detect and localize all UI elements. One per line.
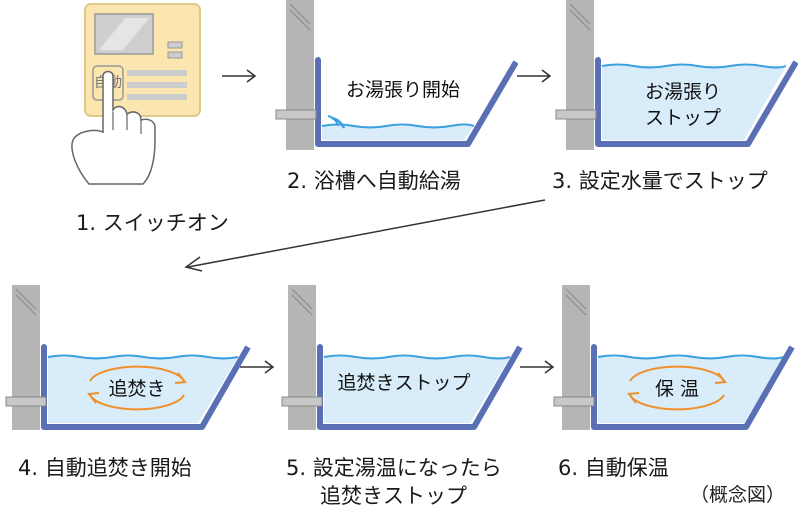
wall-pillar	[286, 0, 314, 150]
keep-warm-cycle-arrows-icon	[627, 365, 727, 411]
water	[602, 66, 786, 140]
hand-icon	[71, 70, 156, 185]
step5-tub: 追焚きストップ	[281, 285, 523, 430]
faucet	[275, 109, 317, 120]
water	[48, 357, 238, 423]
concept-diagram-note: （概念図）	[690, 484, 786, 506]
arrow-step1-to-step2	[222, 69, 257, 83]
tub-label: 保 温	[655, 378, 699, 400]
faucet	[281, 396, 323, 407]
tub-label: お湯張り開始	[346, 79, 460, 101]
step1-caption: 1. スイッチオン	[76, 211, 229, 235]
wall-pillar	[12, 285, 40, 430]
reheat-cycle-arrows-icon	[87, 365, 187, 411]
step3-tub: お湯張り ストップ	[555, 0, 798, 150]
arrow-step4-to-step5	[240, 360, 275, 374]
tub-label-line2: ストップ	[645, 107, 721, 129]
step4-caption: 4. 自動追焚き開始	[18, 456, 192, 480]
step5-caption-line2: 追焚きストップ	[320, 484, 467, 508]
tub-label-line1: お湯張り	[645, 81, 721, 103]
water	[598, 357, 784, 423]
faucet	[5, 396, 47, 407]
step6-caption: 6. 自動保温	[558, 456, 669, 480]
wall-pillar	[562, 285, 590, 430]
water	[322, 126, 474, 140]
step3-caption: 3. 設定水量でストップ	[552, 169, 768, 193]
arrow-step2-to-step3	[517, 69, 552, 83]
step2-tub: お湯張り開始	[275, 0, 518, 150]
step6-tub: 保 温	[553, 285, 795, 430]
step4-tub: 追焚き	[5, 285, 251, 430]
step5-caption-line1: 5. 設定湯温になったら	[286, 456, 502, 480]
arrow-step5-to-step6	[520, 360, 555, 374]
wall-pillar	[566, 0, 594, 150]
step1-illustration: 自動	[71, 3, 201, 185]
faucet	[555, 109, 597, 120]
tub-label: 追焚き	[108, 378, 165, 400]
step2-caption: 2. 浴槽へ自動給湯	[287, 169, 461, 193]
tub-label: 追焚きストップ	[337, 372, 470, 394]
water	[324, 357, 510, 423]
faucet	[553, 396, 595, 407]
wall-pillar	[288, 285, 316, 430]
arrow-step3-to-step4	[184, 199, 546, 272]
